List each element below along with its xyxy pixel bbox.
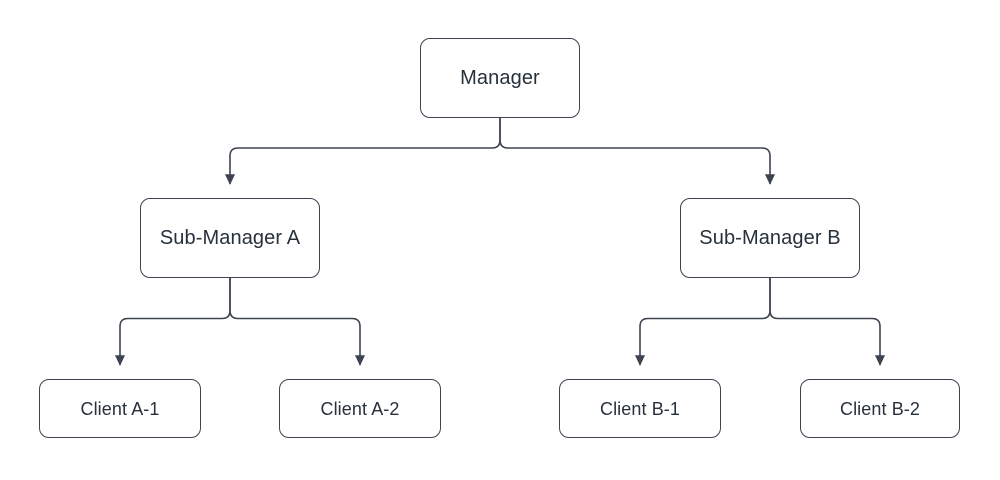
node-client-b-1[interactable]: Client B-1 [559,379,721,438]
node-client-b-1-label: Client B-1 [599,398,681,419]
node-client-a-1[interactable]: Client A-1 [39,379,201,438]
node-sub-manager-a-label: Sub-Manager A [159,227,301,249]
node-manager-label: Manager [460,67,540,89]
node-client-b-2-label: Client B-2 [839,398,921,419]
edge-sub_b-to-client_b1 [634,278,771,366]
node-client-a-1-label: Client A-1 [80,398,160,419]
node-client-a-2[interactable]: Client A-2 [279,379,441,438]
edge-sub_a-to-client_a1 [114,278,231,366]
node-client-b-2[interactable]: Client B-2 [800,379,960,438]
edge-manager-to-sub_a [224,118,501,185]
node-sub-manager-b[interactable]: Sub-Manager B [680,198,860,278]
edge-manager-to-sub_b [499,118,776,185]
node-manager[interactable]: Manager [420,38,580,118]
node-sub-manager-a[interactable]: Sub-Manager A [140,198,320,278]
edge-sub_b-to-client_b2 [769,278,886,366]
node-client-a-2-label: Client A-2 [320,398,400,419]
node-sub-manager-b-label: Sub-Manager B [699,227,841,249]
edge-sub_a-to-client_a2 [229,278,366,366]
